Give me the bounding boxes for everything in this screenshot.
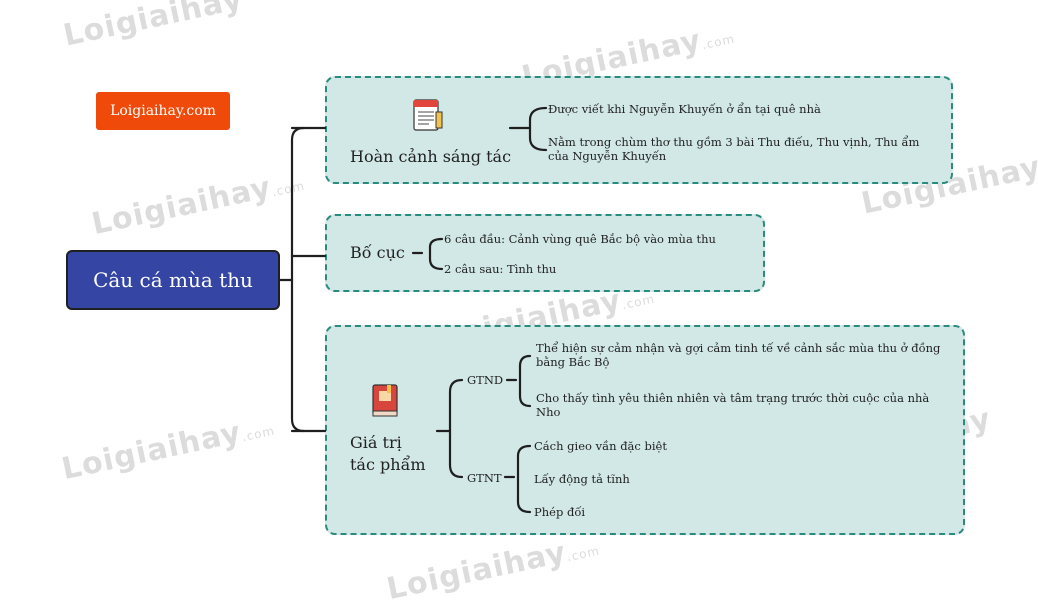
document-icon <box>409 98 447 138</box>
layout-item: 6 câu đầu: Cảnh vùng quê Bắc bộ vào mùa … <box>444 232 716 246</box>
brand-badge: Loigiaihay.com <box>96 92 230 130</box>
context-label: Hoàn cảnh sáng tác <box>350 147 512 166</box>
gtnd-item: Cho thấy tình yêu thiên nhiên và tâm trạ… <box>536 391 930 419</box>
layout-item: 2 câu sau: Tình thu <box>444 262 557 276</box>
context-item: Nằm trong chùm thơ thu gồm 3 bài Thu điế… <box>548 135 920 163</box>
gtnd-label: GTND <box>467 373 504 387</box>
value-box <box>325 325 965 535</box>
gtnt-item: Cách gieo vần đặc biệt <box>534 439 667 453</box>
layout-box <box>325 214 765 292</box>
value-label-line2: tác phẩm <box>350 455 426 474</box>
gtnt-item: Phép đối <box>534 505 586 519</box>
gtnd-item: Thể hiện sự cảm nhận và gợi cảm tinh tế … <box>536 341 941 369</box>
layout-label: Bố cục <box>350 243 405 262</box>
value-label-line1: Giá trị <box>350 433 402 452</box>
context-item: Được viết khi Nguyễn Khuyến ở ẩn tại quê… <box>548 102 821 116</box>
root-node: Câu cá mùa thu <box>66 250 280 310</box>
book-icon <box>368 382 404 424</box>
gtnt-label: GTNT <box>467 471 502 485</box>
gtnt-item: Lấy động tả tĩnh <box>534 472 630 486</box>
